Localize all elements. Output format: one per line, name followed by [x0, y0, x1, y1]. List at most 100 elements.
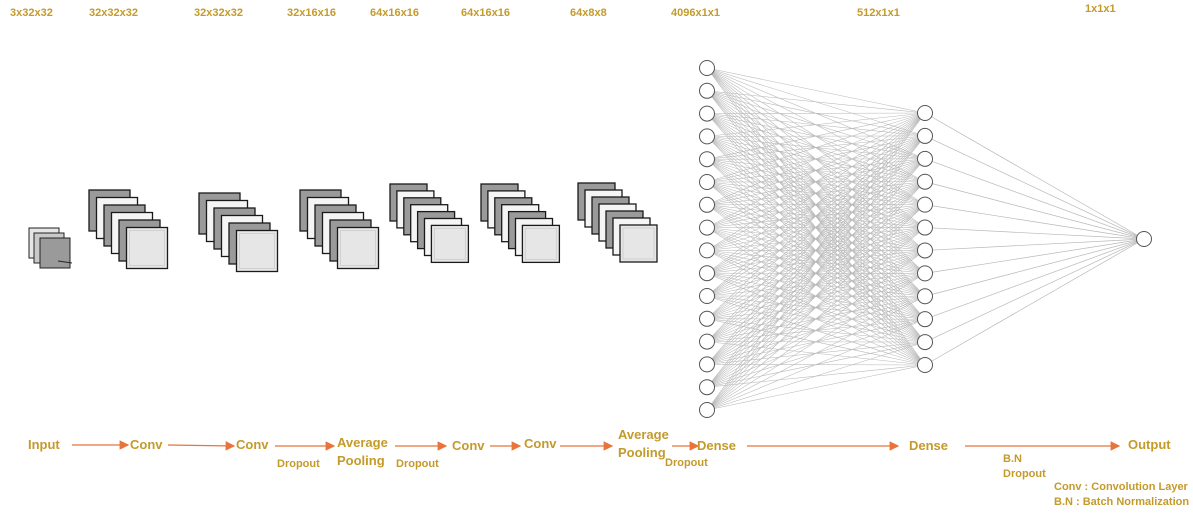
dense1-node — [699, 219, 715, 236]
flow-arrows — [72, 440, 1121, 451]
edge — [706, 318, 926, 411]
feature-map-inner — [433, 227, 466, 260]
dim-label-dense2: 512x1x1 — [857, 7, 900, 19]
edge — [706, 112, 926, 319]
edge — [924, 112, 1145, 240]
edge — [706, 112, 926, 342]
feature-map-stack-input — [28, 227, 73, 269]
edge — [706, 341, 926, 411]
edge — [924, 227, 1145, 240]
dim-label-output: 1x1x1 — [1085, 3, 1116, 15]
edge — [706, 67, 926, 114]
edge — [924, 238, 1145, 251]
edge — [706, 112, 926, 251]
dropout-label-1: Dropout — [277, 458, 320, 470]
stage-label-output: Output — [1128, 437, 1171, 452]
feature-map-stack-pool1 — [299, 189, 380, 270]
dense1-node — [699, 333, 715, 350]
edge — [706, 112, 926, 365]
feature-map-inner — [340, 230, 376, 266]
feature-map — [336, 226, 380, 270]
dense1-node — [699, 265, 715, 282]
edge — [706, 112, 926, 274]
edge — [706, 112, 926, 160]
dense1-node — [699, 310, 715, 327]
dense1-node — [699, 174, 715, 190]
edge — [706, 112, 926, 206]
stage-label-avgpool2-line1: Average — [618, 427, 669, 442]
dense2-node — [917, 173, 933, 190]
edge — [924, 204, 1145, 240]
dim-label-pool2: 64x8x8 — [570, 7, 607, 19]
feature-map-inner — [129, 230, 165, 266]
dense2-node — [917, 242, 933, 259]
dim-label-conv4: 64x16x16 — [461, 7, 510, 19]
dropout-label-3: Dropout — [665, 457, 708, 469]
dense1-nodes — [699, 60, 715, 418]
feature-map — [125, 226, 169, 270]
stage-label-conv3: Conv — [452, 438, 485, 453]
dense1-node — [699, 82, 715, 99]
edge — [706, 364, 926, 411]
feature-map — [430, 224, 470, 264]
dim-label-input: 3x32x32 — [10, 7, 53, 19]
dense1-node — [699, 242, 715, 259]
stage-label-dense2: Dense — [909, 438, 949, 453]
dense2-node — [917, 196, 933, 213]
edge — [706, 112, 926, 183]
feature-map-stack-conv3 — [389, 183, 470, 264]
dense2-node — [917, 105, 933, 121]
feature-map — [521, 224, 561, 264]
dim-label-dense1: 4096x1x1 — [671, 7, 720, 19]
dropout-label-4: Dropout — [1003, 468, 1046, 480]
edge — [706, 181, 926, 411]
dropout-label-2: Dropout — [396, 458, 439, 470]
dense1-node — [699, 196, 715, 213]
dim-label-conv1: 32x32x32 — [89, 7, 138, 19]
edge — [706, 112, 926, 114]
edge — [706, 112, 926, 297]
network-edges — [706, 67, 1145, 411]
edge — [924, 181, 1145, 240]
feature-map-stack-conv1 — [88, 189, 169, 270]
feature-map-stack-conv2 — [198, 192, 279, 273]
edge — [706, 204, 926, 411]
edge — [706, 135, 926, 411]
feature-map — [235, 229, 279, 273]
dense1-node — [699, 379, 715, 396]
edge — [706, 227, 926, 411]
edge — [706, 90, 926, 114]
edge — [924, 238, 1145, 297]
dense2-node — [917, 311, 933, 328]
output-node — [1136, 231, 1152, 247]
dense1-node — [699, 60, 715, 76]
dense1-node — [699, 288, 715, 304]
dense2-node — [917, 219, 933, 236]
legend-conv: Conv : Convolution Layer — [1054, 481, 1188, 493]
arrow-conv1-conv2 — [167, 441, 236, 451]
stage-label-input: Input — [28, 437, 60, 452]
stage-label-avgpool2-line2: Pooling — [618, 445, 666, 460]
feature-map-stack-pool2 — [577, 182, 658, 263]
stage-label-conv1: Conv — [130, 437, 163, 452]
dense2-node — [917, 334, 933, 351]
dim-label-pool1: 32x16x16 — [287, 7, 336, 19]
edge — [924, 158, 1145, 240]
dense1-node — [699, 105, 715, 122]
edge — [706, 112, 926, 411]
dense1-node — [699, 356, 715, 373]
legend-bn: B.N : Batch Normalization — [1054, 496, 1190, 508]
stage-label-dense1: Dense — [697, 438, 737, 453]
feature-map — [619, 224, 658, 263]
dense1-node — [699, 128, 715, 145]
edge — [706, 158, 926, 411]
edge — [924, 238, 1145, 366]
feature-map-stack-conv4 — [480, 183, 561, 264]
edge — [706, 112, 926, 137]
output-nodes — [1136, 231, 1152, 247]
dim-label-conv3: 64x16x16 — [370, 7, 419, 19]
dense1-node — [699, 151, 715, 168]
edge — [924, 238, 1145, 274]
